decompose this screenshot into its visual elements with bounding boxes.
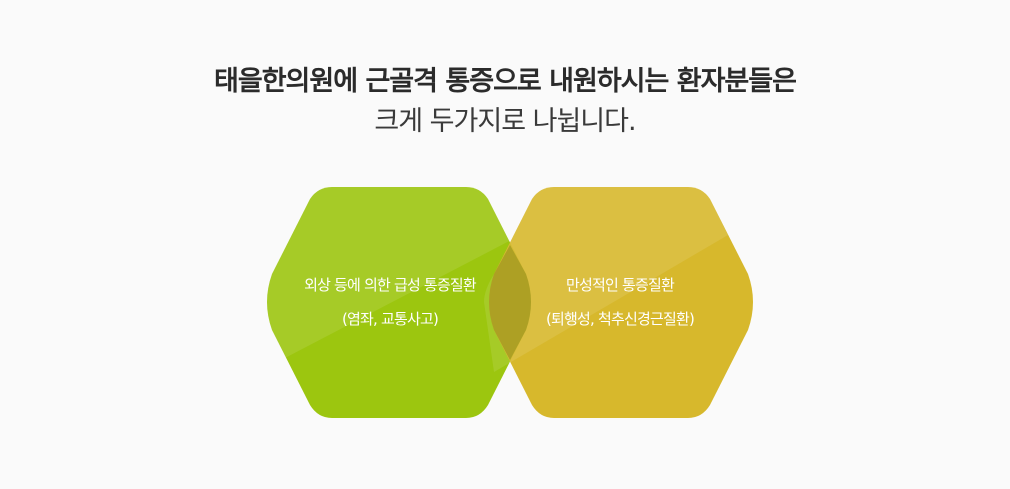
hexagon-chronic-highlight [484, 187, 728, 372]
headline-line-1: 태을한의원에 근골격 통증으로 내원하시는 환자분들은 [214, 66, 797, 97]
hexagon-chronic-label: 만성적인 통증질환 (퇴행성, 척추신경근질환) [500, 268, 740, 336]
headline: 태을한의원에 근골격 통증으로 내원하시는 환자분들은 크게 두가지로 나뉩니다… [0, 62, 1010, 142]
hexagon-overlap [489, 245, 531, 360]
hexagon-chronic [489, 187, 753, 418]
headline-line-2: 크게 두가지로 나뉩니다. [374, 106, 636, 137]
acute-title: 외상 등에 의한 급성 통증질환 [304, 276, 477, 294]
hexagon-acute-label: 외상 등에 의한 급성 통증질환 (염좌, 교통사고) [270, 268, 510, 336]
chronic-title: 만성적인 통증질환 [566, 276, 675, 294]
hexagon-acute-highlight [267, 187, 540, 370]
hexagon-acute [267, 187, 531, 418]
chronic-subtitle: (퇴행성, 척추신경근질환) [545, 310, 695, 328]
acute-subtitle: (염좌, 교통사고) [341, 310, 439, 328]
